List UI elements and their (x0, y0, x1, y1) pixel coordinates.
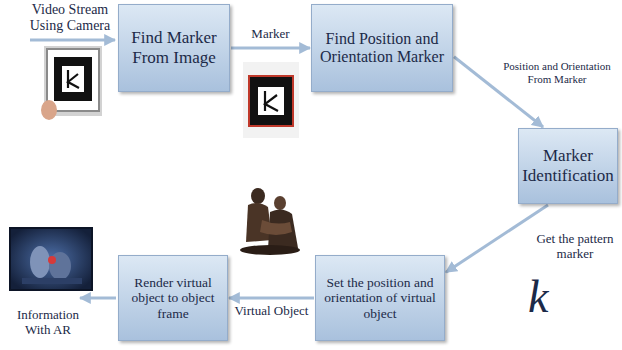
process-box: Find Marker From Image (118, 4, 230, 92)
box-text: Set the position and orientation of virt… (319, 275, 441, 322)
virtual-object-figure (240, 188, 300, 255)
box-text: Find Marker From Image (122, 28, 226, 67)
output-arrow (80, 297, 116, 300)
pattern-note: Get the pattern marker (530, 232, 620, 262)
flow-arrow (231, 47, 310, 50)
box-text: Marker Identification (522, 146, 614, 185)
input-label: Video Stream Using Camera (20, 2, 120, 34)
flow-arrow (446, 205, 548, 272)
flow-arrow (229, 297, 314, 300)
ar-result-screen (10, 228, 92, 290)
marker-photo (41, 46, 102, 120)
marker-image (243, 62, 299, 138)
pattern-glyph: k (528, 274, 578, 320)
box-text: Find Position and Orientation Marker (315, 30, 449, 67)
edge-label: Virtual Object (233, 304, 311, 319)
process-box: Marker Identification (518, 128, 618, 204)
box-text: Render virtual object to object frame (122, 275, 224, 322)
process-box: Render virtual object to object frame (118, 255, 228, 341)
edge-label: Position and Orientation From Marker (495, 60, 619, 85)
output-label: Information With AR (4, 308, 92, 338)
edge-label: Marker (249, 27, 291, 42)
process-box: Find Position and Orientation Marker (311, 4, 453, 92)
process-box: Set the position and orientation of virt… (315, 255, 445, 341)
input-arrow (30, 39, 115, 42)
